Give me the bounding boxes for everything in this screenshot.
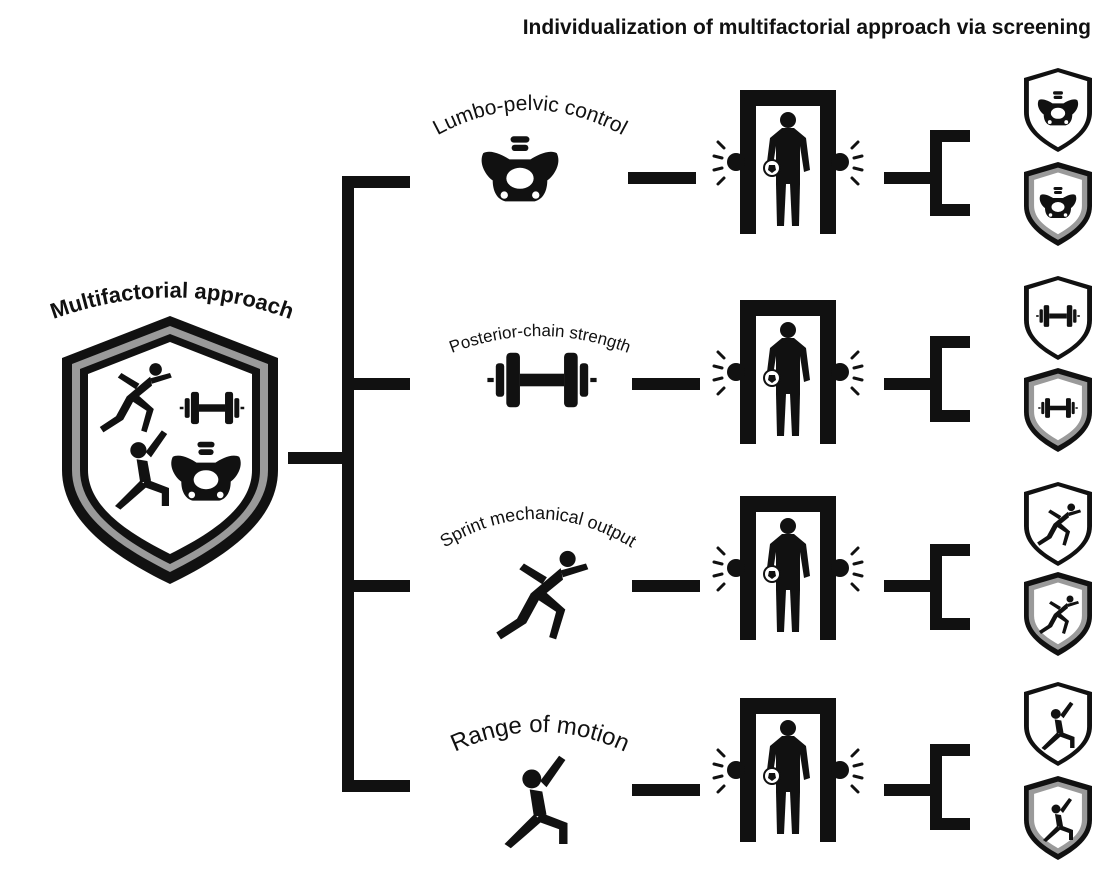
split-connector-2 (884, 378, 936, 390)
split-bar-1 (930, 130, 942, 216)
grey-shield-icon (1024, 162, 1092, 246)
branch-connector-3 (342, 580, 410, 592)
split-bottom-4 (930, 818, 970, 830)
grey-shield-icon (1024, 368, 1092, 452)
split-top-2 (930, 336, 970, 348)
diagram-title: Individualization of multifactorial appr… (523, 16, 1091, 39)
branch-label-1-path: Lumbo-pelvic control (429, 92, 631, 140)
dumbbell-icon (487, 352, 597, 408)
split-bottom-1 (930, 204, 970, 216)
arrow-to-screening-4 (632, 784, 700, 796)
arrow-to-screening-3 (632, 580, 700, 592)
white-shield-icon (1024, 276, 1092, 360)
split-bottom-3 (930, 618, 970, 630)
grey-shield-icon (1024, 572, 1092, 656)
split-top-4 (930, 744, 970, 756)
branch-label-3: Sprint mechanical output (436, 503, 639, 551)
runner-icon (496, 550, 589, 640)
branch-posterior-chain: Posterior-chain strength (447, 276, 1092, 452)
split-top-1 (930, 130, 970, 142)
screening-gate-icon (714, 300, 862, 444)
split-connector-3 (884, 580, 936, 592)
split-connector-1 (884, 172, 936, 184)
white-shield-icon (1024, 68, 1092, 152)
branch-label-3-path: Sprint mechanical output (436, 503, 639, 551)
arrow-to-screening-1 (628, 172, 696, 184)
screening-gate-icon (714, 90, 862, 234)
branch-range-of-motion: Range of motion (447, 682, 1092, 860)
branch-label-2-path: Posterior-chain strength (447, 321, 634, 357)
branch-connector-2 (342, 378, 410, 390)
split-bar-4 (930, 744, 942, 830)
split-connector-4 (884, 784, 936, 796)
vertical-spine (342, 176, 354, 792)
trunk-connector (288, 452, 348, 464)
tree-connectors (288, 176, 410, 792)
white-shield-icon (1024, 482, 1092, 566)
arrow-to-screening-2 (632, 378, 700, 390)
split-bar-2 (930, 336, 942, 422)
split-bar-3 (930, 544, 942, 630)
branch-sprint: Sprint mechanical output (436, 482, 1092, 656)
center-shield-icon (62, 316, 278, 584)
branch-lumbo-pelvic: Lumbo-pelvic control (429, 68, 1092, 246)
branch-connector-4 (342, 780, 410, 792)
branch-label-4: Range of motion (447, 711, 634, 757)
screening-gate-icon (714, 698, 862, 842)
white-shield-icon (1024, 682, 1092, 766)
branch-connector-1 (342, 176, 410, 188)
branch-label-1: Lumbo-pelvic control (429, 92, 631, 140)
screening-gate-icon (714, 496, 862, 640)
stretch-icon (504, 755, 568, 849)
pelvis-icon (481, 136, 559, 202)
split-bottom-2 (930, 410, 970, 422)
split-top-3 (930, 544, 970, 556)
branch-label-4-path: Range of motion (447, 711, 634, 757)
branch-label-2: Posterior-chain strength (447, 321, 634, 357)
grey-shield-icon (1024, 776, 1092, 860)
